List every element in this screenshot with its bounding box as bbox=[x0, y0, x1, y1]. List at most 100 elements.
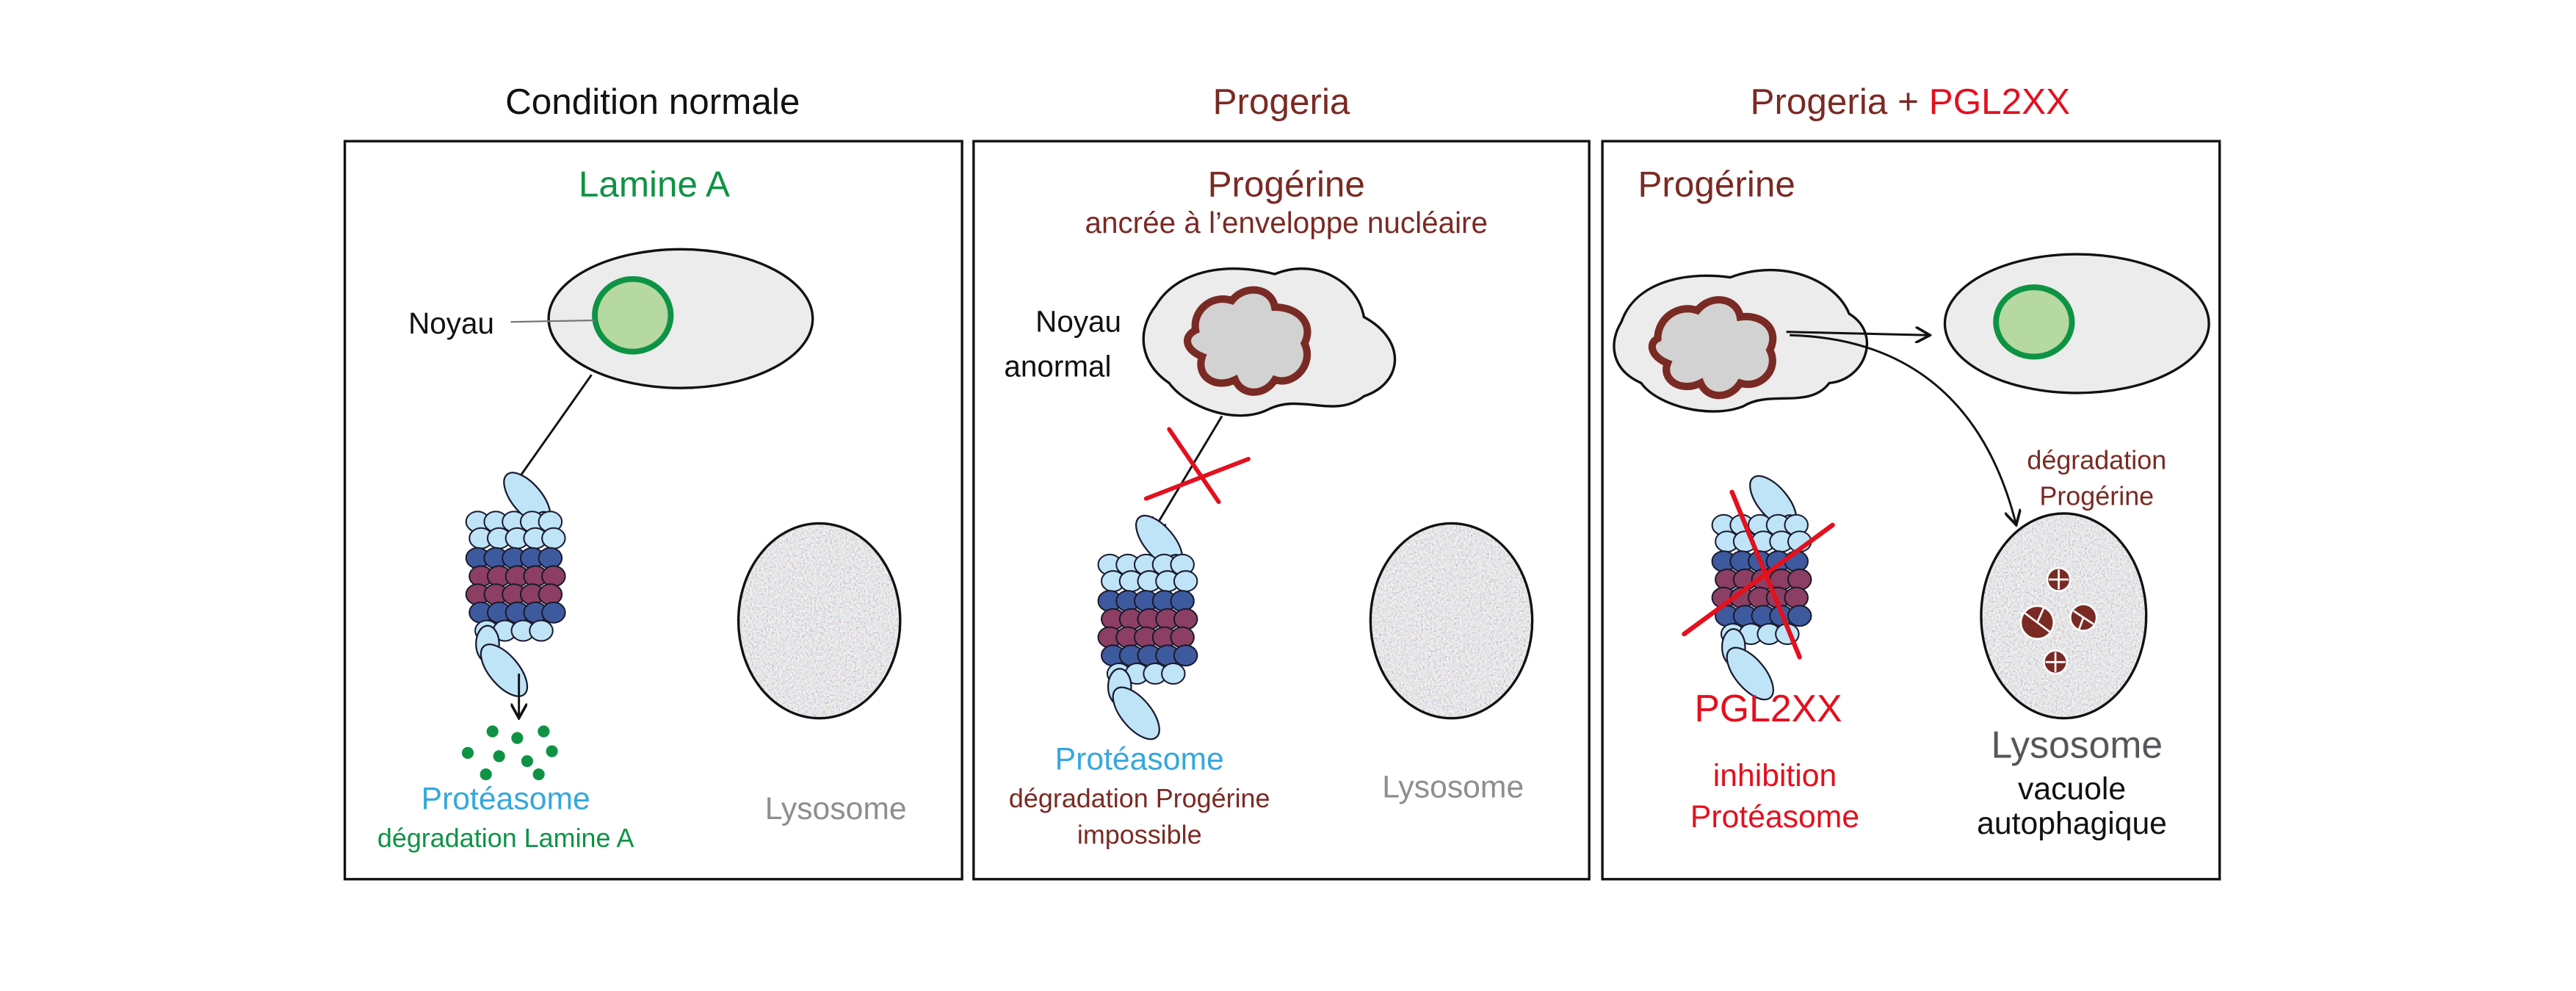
panel2-nucleus-label-2: anormal bbox=[1004, 349, 1111, 383]
panel2-nucleus-label-1: Noyau bbox=[1035, 305, 1121, 339]
fragment-split bbox=[2077, 617, 2085, 632]
panel3-drug-label: PGL2XX bbox=[1694, 687, 1842, 729]
progerin-anchored-nucleus bbox=[1648, 296, 1777, 400]
lamin-a-nucleus bbox=[592, 275, 674, 355]
cross-stroke bbox=[1167, 427, 1221, 505]
proteasome-subunit bbox=[1170, 626, 1195, 649]
panel3-vacuole-2: autophagique bbox=[1977, 806, 2167, 841]
panel3-heading-progeria: Progeria bbox=[1750, 82, 1887, 122]
lysosome-texture bbox=[1980, 513, 2146, 718]
lamin-a-nucleus bbox=[1993, 284, 2075, 360]
proteasome-subunit bbox=[541, 565, 566, 588]
panel2-proteasome-sub-2: impossible bbox=[1077, 819, 1202, 849]
progerin-fragment bbox=[2043, 649, 2069, 675]
progerin-fragment bbox=[2019, 605, 2055, 641]
lysosome-texture bbox=[1370, 523, 1533, 718]
arrow-to-lysosome bbox=[1790, 334, 2016, 523]
progerin-fragment bbox=[2069, 603, 2098, 632]
proteasome bbox=[1097, 514, 1198, 740]
cell-body bbox=[1943, 253, 2210, 394]
inhibition-cross bbox=[1682, 489, 1835, 660]
normal-cell bbox=[1943, 253, 2210, 394]
panel1-nucleus-label: Noyau bbox=[408, 306, 494, 340]
fragment-split bbox=[2036, 607, 2045, 623]
panel2-title: Progérine bbox=[1208, 164, 1365, 204]
proteasome-cap-lobe bbox=[1726, 646, 1774, 701]
abnormal-cell bbox=[1142, 267, 1397, 417]
panel2-frame bbox=[972, 140, 1591, 881]
abnormal-cell bbox=[1613, 268, 1869, 413]
panel2-subtitle: ancrée à l’enveloppe nucléaire bbox=[1085, 206, 1488, 239]
blocked-arrow bbox=[1153, 415, 1223, 531]
panel1-heading: Condition normale bbox=[505, 82, 800, 122]
proteasome-subunit bbox=[529, 619, 554, 642]
lysosome bbox=[737, 522, 902, 720]
progerin-fragments bbox=[2019, 566, 2098, 675]
fragment-dot bbox=[538, 725, 550, 738]
panel1-proteasome-label: Protéasome bbox=[422, 781, 590, 816]
fragment-dot bbox=[532, 768, 545, 781]
lamin-a-fragments bbox=[461, 725, 558, 781]
proteasome-subunit bbox=[541, 601, 566, 624]
panel2-proteasome-label: Protéasome bbox=[1055, 741, 1224, 776]
proteasome-subunit bbox=[1173, 644, 1198, 667]
lysosome-outline bbox=[737, 522, 902, 720]
fragment-dot bbox=[486, 725, 499, 738]
lysosome-outline bbox=[1369, 522, 1534, 720]
panel1-lysosome-label: Lysosome bbox=[765, 791, 907, 826]
panel1-title: Lamine A bbox=[579, 164, 730, 204]
panel3-lysosome-label: Lysosome bbox=[1991, 724, 2163, 766]
normal-cell bbox=[547, 248, 814, 389]
fragment-dot bbox=[493, 750, 505, 763]
proteasome bbox=[1711, 475, 1812, 701]
lysosome bbox=[1369, 522, 1534, 720]
panel2-heading: Progeria bbox=[1213, 82, 1350, 122]
proteasome-subunit bbox=[1161, 663, 1186, 685]
lysosome-texture bbox=[738, 523, 900, 718]
proteasome-subunit bbox=[1784, 586, 1809, 609]
proteasome-subunit bbox=[538, 583, 563, 606]
panel1-frame bbox=[343, 140, 963, 881]
arrow-cell-to-proteasome bbox=[509, 374, 593, 492]
progerin-fragment bbox=[2046, 566, 2072, 592]
cross-stroke bbox=[1682, 522, 1835, 637]
panel3-inhibition-1: inhibition bbox=[1713, 758, 1837, 793]
autophagic-lysosome bbox=[1980, 512, 2148, 720]
fragment-dot bbox=[511, 732, 524, 744]
proteasome-subunit bbox=[1170, 590, 1195, 613]
proteasome-subunit bbox=[1173, 570, 1198, 593]
proteasome-subunit bbox=[538, 547, 563, 569]
panel1-proteasome-sub: dégradation Lamine A bbox=[377, 823, 634, 853]
panel3-degradation-1: dégradation bbox=[2027, 444, 2166, 475]
proteasome-subunit bbox=[1173, 608, 1198, 630]
cross-stroke bbox=[1143, 456, 1251, 501]
panel3-frame bbox=[1601, 140, 2221, 881]
proteasome-subunit bbox=[1787, 568, 1812, 591]
panel3-heading-plus: + bbox=[1897, 82, 1919, 122]
lysosome-outline bbox=[1980, 512, 2148, 720]
fragment-dot bbox=[546, 745, 558, 757]
progerin-anchored-nucleus bbox=[1184, 286, 1311, 396]
fragment-dot bbox=[461, 746, 474, 759]
panel3-heading: Progeria + PGL2XX bbox=[1750, 82, 2070, 122]
panel3-heading-drug: PGL2XX bbox=[1929, 82, 2070, 122]
panel3-inhibition-2: Protéasome bbox=[1690, 799, 1859, 835]
panel3-vacuole-1: vacuole bbox=[2018, 771, 2126, 807]
proteasome-subunit bbox=[1787, 605, 1812, 627]
panel2-lysosome-label: Lysosome bbox=[1382, 770, 1524, 805]
fragment-dot bbox=[480, 768, 492, 781]
proteasome-cap-lobe bbox=[480, 644, 529, 697]
panel3-title: Progérine bbox=[1638, 164, 1795, 204]
blocked-cross bbox=[1143, 427, 1251, 505]
cell-body bbox=[547, 248, 814, 389]
panel2-proteasome-sub-1: dégradation Progérine bbox=[1009, 783, 1270, 813]
proteasome bbox=[465, 472, 566, 697]
proteasome-subunit bbox=[541, 527, 566, 549]
nucleus-pointer-line bbox=[510, 319, 596, 323]
arrow-to-normal-cell bbox=[1786, 332, 1928, 335]
proteasome-cap-lobe bbox=[1112, 686, 1160, 740]
panel3-degradation-2: Progérine bbox=[2039, 481, 2154, 511]
fragment-dot bbox=[521, 755, 533, 768]
